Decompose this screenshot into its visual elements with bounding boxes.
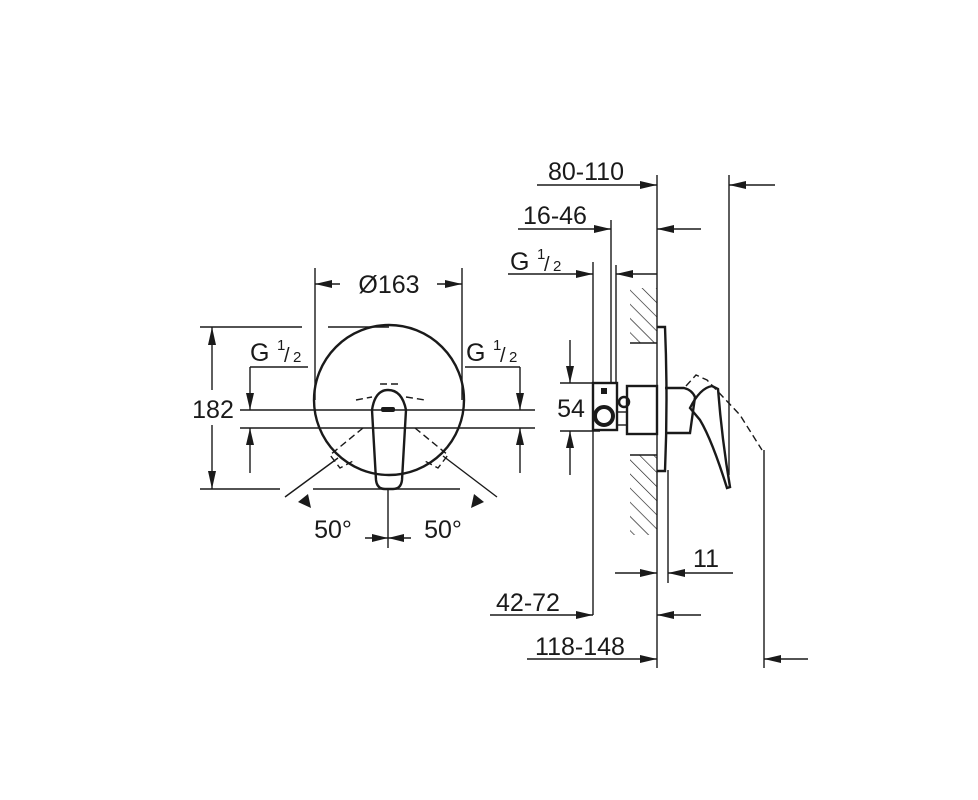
side-inlet-label: G 1 / 2 [510,246,561,276]
inlet-left-label: G 1 / 2 [250,337,301,367]
front-view: Ø163 182 G 1 / 2 G 1 / 2 [192,268,535,548]
plate-thickness-label: 11 [693,545,719,573]
body-depth-label: 42-72 [496,589,560,617]
inlet-connector [593,405,615,427]
thread-denominator: 2 [509,349,517,366]
angle-right-label: 50° [424,516,462,544]
wall-section-top [630,288,657,343]
thread-numerator: 1 [493,337,501,354]
wall-section-bottom [630,455,657,535]
side-view: 80-110 16-46 G 1 / 2 54 [490,158,808,668]
valve-body [625,384,659,436]
thread-letter: G [510,248,529,276]
depth-total-label: 80-110 [548,158,624,186]
cover-plate-outline [312,323,466,477]
thread-letter: G [466,339,485,367]
thread-denominator: 2 [553,258,561,275]
thread-numerator: 1 [277,337,285,354]
lever-handle-side [665,374,763,490]
height-label: 182 [192,396,234,424]
total-depth-label: 118-148 [535,633,625,661]
inlet-spacing-label: 54 [557,395,585,423]
wall-range-label: 16-46 [523,202,587,230]
cover-plate-side [657,325,668,473]
diameter-label: Ø163 [358,271,419,299]
thread-denominator: 2 [293,349,301,366]
angle-left-label: 50° [314,516,352,544]
inlet-block [591,381,619,432]
fraction-slash: / [284,345,290,367]
inlet-right-label: G 1 / 2 [466,337,517,367]
thread-numerator: 1 [537,246,545,263]
thread-letter: G [250,339,269,367]
fraction-slash: / [500,345,506,367]
fraction-slash: / [544,254,550,276]
lever-handle [329,383,449,491]
